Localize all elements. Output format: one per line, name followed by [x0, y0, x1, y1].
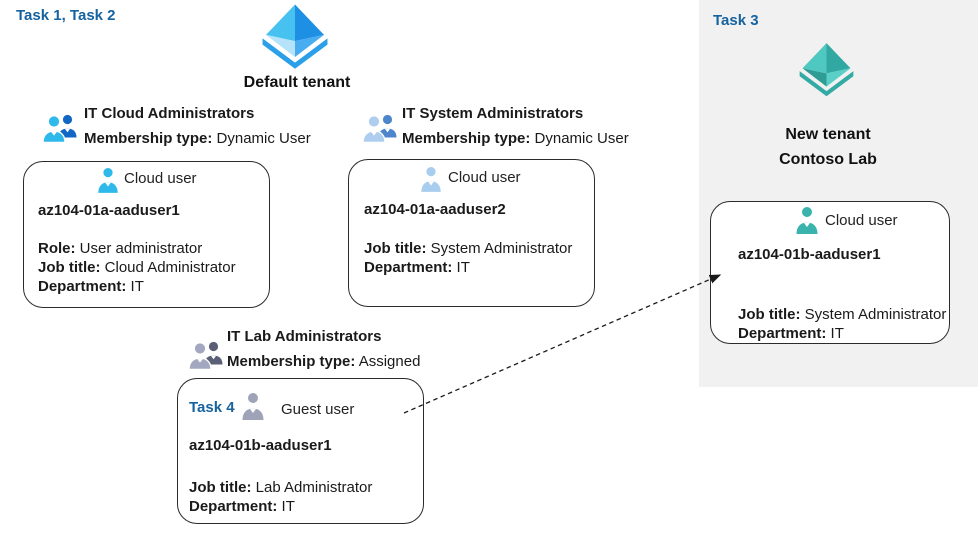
group-icon-system-admins [362, 111, 398, 143]
default-tenant-title: Default tenant [243, 74, 351, 91]
group-membership: Membership type: Dynamic User [84, 130, 311, 147]
azure-tenant-icon-blue [257, 3, 333, 71]
field-row: Job title: System Administrator [738, 305, 946, 324]
user-fields: Job title: System Administrator Departme… [364, 239, 572, 277]
membership-type-label: Membership type: [227, 353, 356, 370]
task-1-2-label: Task 1, Task 2 [16, 7, 116, 24]
field-row: Job title: System Administrator [364, 239, 572, 258]
user-card-aaduser2: Cloud user az104-01a-aaduser2 Job title:… [348, 159, 595, 307]
group-lab-admins: IT Lab Administrators Membership type: A… [227, 328, 420, 370]
group-icon-cloud-admins [42, 111, 78, 143]
field-value: IT [130, 278, 144, 295]
field-value: User administrator [79, 240, 203, 257]
cloud-user-icon [96, 166, 120, 194]
field-value: Lab Administrator [255, 479, 373, 496]
group-title: IT Lab Administrators [227, 328, 382, 345]
group-title: IT System Administrators [402, 105, 584, 122]
user-fields: Job title: System Administrator Departme… [738, 305, 946, 343]
user-type-label: Cloud user [448, 169, 521, 186]
cloud-user-icon [794, 205, 820, 235]
field-label: Job title: [38, 259, 101, 276]
user-name: az104-01b-aaduser1 [189, 437, 332, 454]
new-tenant-line1: New tenant [785, 126, 871, 143]
field-row: Job title: Cloud Administrator [38, 258, 236, 277]
membership-type-label: Membership type: [84, 130, 213, 147]
field-row: Department: IT [38, 277, 236, 296]
group-membership: Membership type: Dynamic User [402, 130, 629, 147]
user-name: az104-01b-aaduser1 [738, 246, 881, 263]
membership-type-label: Membership type: [402, 130, 531, 147]
azure-tenant-icon-teal [795, 42, 858, 98]
user-fields: Job title: Lab Administrator Department:… [189, 478, 372, 516]
field-label: Job title: [189, 479, 252, 496]
task-4-label: Task 4 [189, 399, 235, 416]
new-tenant-line2: Contoso Lab [779, 151, 877, 168]
user-name: az104-01a-aaduser1 [38, 202, 180, 219]
field-value: IT [456, 259, 470, 276]
group-system-admins: IT System Administrators Membership type… [402, 105, 629, 147]
membership-type-value: Dynamic User [216, 130, 311, 147]
field-label: Department: [364, 259, 453, 276]
field-label: Department: [38, 278, 127, 295]
group-membership: Membership type: Assigned [227, 353, 420, 370]
user-fields: Role: User administrator Job title: Clou… [38, 239, 236, 296]
membership-type-value: Assigned [358, 353, 421, 370]
group-icon-lab-admins [188, 338, 224, 370]
field-label: Job title: [738, 306, 801, 323]
group-cloud-admins: IT Cloud Administrators Membership type:… [84, 105, 311, 147]
group-title: IT Cloud Administrators [84, 105, 255, 122]
field-row: Job title: Lab Administrator [189, 478, 372, 497]
user-type-label: Cloud user [825, 212, 898, 229]
cloud-user-icon [419, 165, 443, 193]
field-value: Cloud Administrator [104, 259, 236, 276]
guest-user-icon [239, 391, 267, 421]
field-row: Department: IT [189, 497, 372, 516]
user-type-label: Cloud user [124, 170, 197, 187]
field-value: IT [830, 325, 844, 342]
field-value: System Administrator [804, 306, 947, 323]
field-label: Role: [38, 240, 76, 257]
new-tenant-title: New tenant Contoso Lab [699, 122, 957, 172]
user-type-label: Guest user [281, 401, 355, 418]
user-name: az104-01a-aaduser2 [364, 201, 506, 218]
field-label: Job title: [364, 240, 427, 257]
field-label: Department: [189, 498, 278, 515]
field-row: Department: IT [364, 258, 572, 277]
field-value: IT [281, 498, 295, 515]
new-tenant-user-card: Cloud user az104-01b-aaduser1 Job title:… [710, 201, 950, 344]
guest-user-card: Task 4 Guest user az104-01b-aaduser1 Job… [177, 378, 424, 524]
membership-type-value: Dynamic User [534, 130, 629, 147]
field-label: Department: [738, 325, 827, 342]
field-row: Role: User administrator [38, 239, 236, 258]
field-row: Department: IT [738, 324, 946, 343]
field-value: System Administrator [430, 240, 573, 257]
task-3-label: Task 3 [713, 12, 759, 29]
user-card-aaduser1: Cloud user az104-01a-aaduser1 Role: User… [23, 161, 270, 308]
